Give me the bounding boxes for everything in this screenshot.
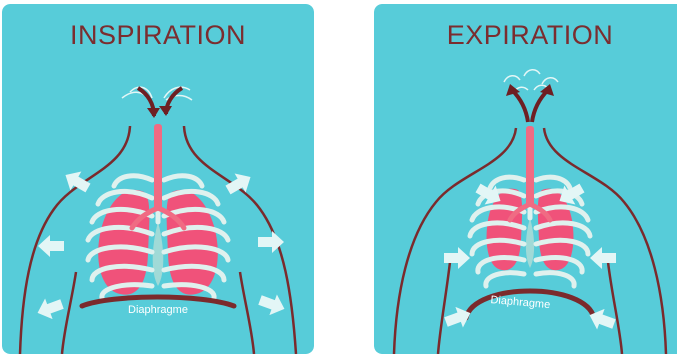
trachea xyxy=(526,126,534,206)
inspiration-illustration xyxy=(2,4,314,354)
expiration-panel: EXPIRATION Diaphragme xyxy=(374,4,677,354)
trachea xyxy=(154,124,162,210)
inspiration-title: INSPIRATION xyxy=(2,20,314,51)
expiration-title: EXPIRATION xyxy=(374,20,677,51)
inspiration-panel: INSPIRATION Diaphragme xyxy=(2,4,314,354)
diaphragm-label: Diaphragme xyxy=(2,304,314,316)
